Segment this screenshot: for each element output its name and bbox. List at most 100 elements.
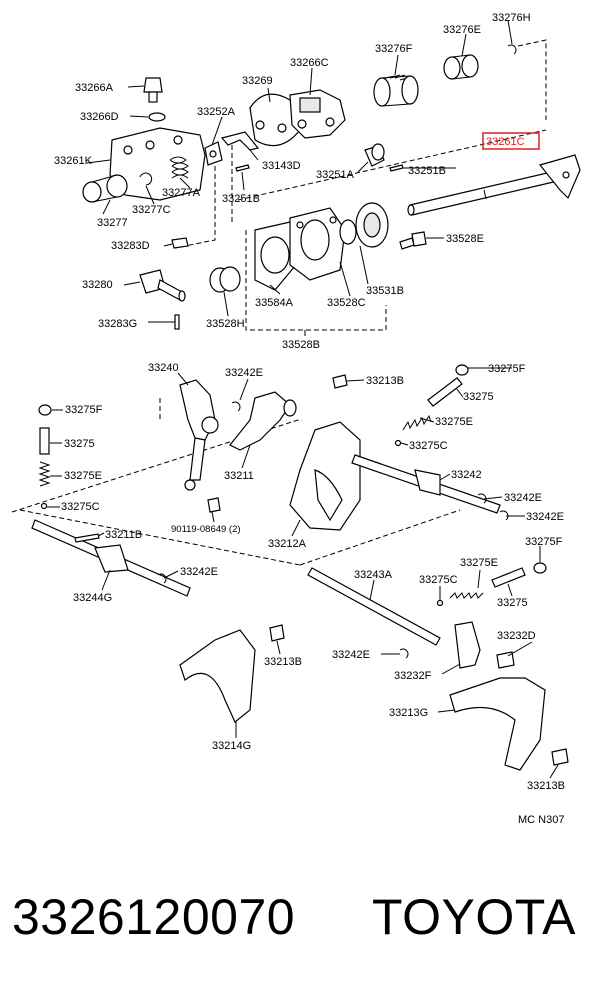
washer-33266D [148, 112, 166, 122]
bolt-33213B-b [269, 624, 285, 642]
label-33275F-mid: 33275F [525, 536, 563, 548]
leader-lines [47, 19, 559, 779]
plug-33275F-b [38, 404, 52, 416]
spring-33275E-b [38, 461, 51, 487]
spring-33276F [373, 74, 419, 107]
label-33211: 33211 [224, 470, 254, 482]
lever-33252A [204, 141, 223, 166]
label-33277: 33277 [97, 217, 128, 229]
label-33283G: 33283G [98, 318, 137, 330]
shaft-33261C [407, 154, 581, 216]
label-33251B-left: 33251B [222, 193, 260, 205]
label-33213B-top: 33213B [366, 375, 404, 387]
spring-33275E-a [402, 414, 432, 431]
label-33528E: 33528E [446, 233, 484, 245]
part-labels: 33276H 33266A 33269 33266C 33276F 33276E… [54, 12, 565, 826]
label-33528H: 33528H [206, 318, 245, 330]
plug-33275F-a [455, 364, 469, 376]
label-33584A: 33584A [255, 297, 294, 309]
label-33531B: 33531B [366, 285, 404, 297]
spring-33275E-c [449, 592, 484, 599]
label-33251A: 33251A [316, 169, 355, 181]
bolt-33528E [399, 231, 427, 250]
label-33275C-mid: 33275C [419, 574, 458, 586]
label-33528C: 33528C [327, 297, 366, 309]
part-33531B [339, 202, 389, 248]
label-33276E: 33276E [443, 24, 481, 36]
clip-33242E-a [231, 401, 241, 412]
label-33214G: 33214G [212, 740, 251, 752]
retainer-33528C [289, 207, 346, 281]
pin-33283G [174, 314, 180, 330]
spring-33277A [169, 156, 189, 179]
label-33261K: 33261K [54, 155, 93, 167]
label-33276H: 33276H [492, 12, 531, 24]
ball-33275C-c [436, 599, 444, 607]
label-33251B-right: 33251B [408, 165, 446, 177]
label-33212A: 33212A [268, 538, 307, 550]
shaft-33242 [351, 454, 501, 514]
plug-33283D [171, 237, 189, 249]
bolt-90119 [207, 497, 221, 513]
label-33261C-highlighted: 33261C [486, 136, 525, 148]
label-33242E-top: 33242E [225, 367, 263, 379]
pin-33251B-right [389, 164, 404, 172]
label-33276F: 33276F [375, 43, 413, 55]
label-33275F-left: 33275F [65, 404, 103, 416]
label-33266C: 33266C [290, 57, 329, 69]
pin-33251B-left [235, 164, 250, 172]
pin-33275-c [491, 567, 526, 588]
label-33232D: 33232D [497, 630, 536, 642]
fork-33213G [449, 677, 546, 771]
label-33275C-right: 33275C [409, 440, 448, 452]
plug-33275F-c [533, 562, 547, 574]
label-33244G: 33244G [73, 592, 112, 604]
sensor-33280 [139, 269, 186, 302]
clip-33242E-b [477, 493, 487, 504]
label-33242E-right-1: 33242E [504, 492, 542, 504]
label-33243A: 33243A [354, 569, 393, 581]
gasket-33584A [254, 221, 301, 291]
label-33242: 33242 [451, 469, 482, 481]
ball-33275C-a [394, 439, 402, 447]
label-33275-right: 33275 [463, 391, 494, 403]
shaft-33243A [307, 567, 441, 646]
label-33213B-bottom: 33213B [527, 780, 565, 792]
bolt-33213B-a [332, 374, 348, 389]
clip-33242E-d [157, 573, 167, 584]
pin-33275-b [39, 427, 50, 455]
highlight-box-33261C [482, 132, 540, 150]
label-33283D: 33283D [111, 240, 150, 252]
label-33211B: 33211B [105, 529, 142, 541]
clip-33277C [139, 172, 153, 186]
label-33213G: 33213G [389, 707, 428, 719]
label-33143D: 33143D [262, 160, 301, 172]
lower-assembly-boundary [11, 398, 461, 566]
bolt-33232D [496, 651, 515, 669]
plate-33143D [220, 131, 260, 151]
lever-33240 [179, 379, 219, 491]
bush-33251A [364, 143, 385, 167]
label-33266A: 33266A [75, 82, 114, 94]
label-33252A: 33252A [197, 106, 236, 118]
clip-33242E-c [499, 510, 509, 521]
lever-33232F [454, 621, 481, 669]
label-90119-08649: 90119-08649 (2) [171, 524, 241, 535]
bush-33277 [82, 174, 128, 203]
shaft-33244G [31, 519, 191, 597]
label-33266D: 33266D [80, 111, 119, 123]
diagram-code: MC N307 [518, 814, 564, 826]
label-33280: 33280 [82, 279, 113, 291]
label-33528B: 33528B [282, 339, 320, 351]
brand-name: TOYOTA [372, 889, 576, 945]
ball-33275C-b [40, 502, 48, 510]
label-33275E-right: 33275E [435, 416, 473, 428]
label-33269: 33269 [242, 75, 273, 87]
fork-33212A [289, 421, 361, 531]
clip-33276H [507, 44, 517, 55]
label-33275E-left: 33275E [64, 470, 102, 482]
bolt-33213B-c [551, 748, 569, 766]
fork-33214G [179, 629, 256, 723]
label-33242E-left: 33242E [180, 566, 218, 578]
